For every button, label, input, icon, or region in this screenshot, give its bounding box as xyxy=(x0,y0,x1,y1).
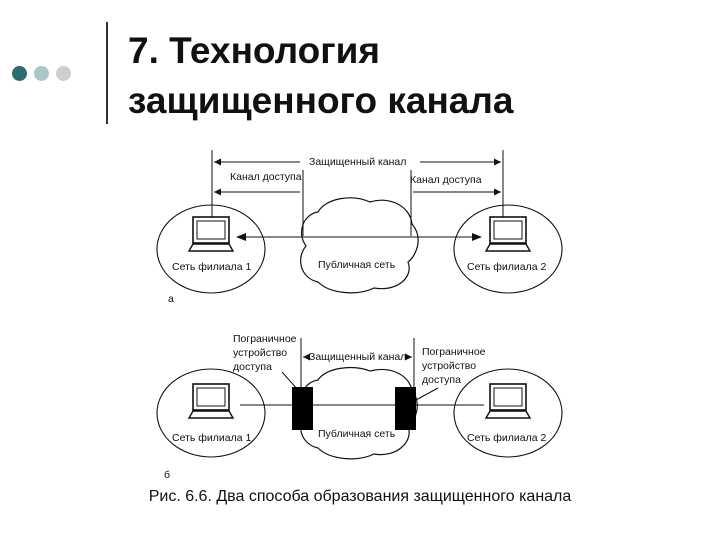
diagram-a: Защищенный канал Канал доступа Канал дос… xyxy=(156,150,563,305)
border-device-right-line1: Пограничное xyxy=(422,346,486,358)
public-net-label: Публичная сеть xyxy=(318,259,396,271)
title-divider xyxy=(106,22,108,124)
branch1-network xyxy=(156,204,266,294)
leader-line xyxy=(415,387,439,401)
computer-icon xyxy=(188,383,234,419)
secure-link-arrow-right xyxy=(472,233,482,241)
secure-channel-label: Защищенный канал xyxy=(309,351,406,363)
computer-icon xyxy=(485,216,531,252)
access-channel-right-label: Канал доступа xyxy=(410,174,482,186)
border-device-left xyxy=(292,387,313,430)
border-device-right-line3: доступа xyxy=(422,374,461,386)
access-channel-left-label: Канал доступа xyxy=(230,171,302,183)
border-device-right xyxy=(395,387,416,430)
border-device-left-line3: доступа xyxy=(233,361,272,373)
border-device-left-line1: Пограничное xyxy=(233,333,297,345)
secure-channel-label: Защищенный канал xyxy=(309,156,406,168)
diagram-a-letter: а xyxy=(168,293,174,305)
title-line-2: защищенного канала xyxy=(128,80,514,121)
branch1-label: Сеть филиала 1 xyxy=(172,432,251,444)
secure-link-arrow-left xyxy=(236,233,246,241)
computer-icon xyxy=(188,216,234,252)
public-net-label: Публичная сеть xyxy=(318,428,396,440)
diagram-b-letter: б xyxy=(164,469,170,481)
branch2-network xyxy=(453,204,563,294)
figure-caption: Рис. 6.6. Два способа образования защище… xyxy=(148,488,572,505)
dot-dark xyxy=(12,66,27,81)
border-device-left-line2: устройство xyxy=(233,347,287,359)
branch2-label: Сеть филиала 2 xyxy=(467,261,546,273)
dot-mid xyxy=(34,66,49,81)
title-line-1: 7. Технология xyxy=(128,30,380,71)
border-device-right-line2: устройство xyxy=(422,360,476,372)
diagram-b: Пограничное устройство доступа Пограничн… xyxy=(156,333,563,481)
slide-title: 7. Технология защищенного канала xyxy=(128,26,513,126)
dot-light xyxy=(56,66,71,81)
branch1-network xyxy=(156,368,266,458)
branch1-label: Сеть филиала 1 xyxy=(172,261,251,273)
computer-icon xyxy=(485,383,531,419)
branch2-label: Сеть филиала 2 xyxy=(467,432,546,444)
branch2-network xyxy=(453,368,563,458)
decorative-dots xyxy=(12,66,92,82)
public-network-cloud xyxy=(300,197,419,294)
